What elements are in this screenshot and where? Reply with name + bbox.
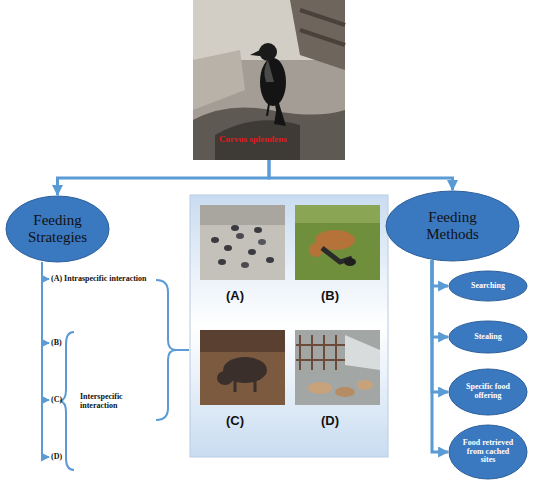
annotation-label: (D) [51, 452, 62, 461]
annotation-label: (B) [51, 338, 62, 347]
connector-arrow [432, 260, 448, 392]
ellipse-shape [449, 425, 527, 479]
node-text: Specific food offering [458, 383, 518, 401]
photo-panel: (A) (B) (C) (D) [190, 195, 388, 457]
node-text: (B) [321, 288, 339, 303]
annotation-label: (C) [51, 395, 62, 404]
node-text: Feeding Strategies [18, 212, 98, 247]
pigeon-flock-photo [200, 205, 285, 280]
dog-photo [295, 205, 380, 280]
connector-arrow [432, 260, 448, 337]
strategy-list-lines [42, 262, 49, 458]
ellipse-shape [6, 196, 109, 262]
fence-scene-photo [295, 330, 380, 405]
connector-arrow [432, 260, 448, 452]
ellipse-shape [449, 271, 527, 301]
node-text: Feeding Methods [408, 209, 498, 244]
ellipse-shape [449, 369, 527, 415]
annotation-label: Interspecific interaction [80, 392, 146, 410]
pig-photo [200, 330, 285, 405]
category-ellipse: Feeding Methods [385, 190, 520, 262]
connector-arrow [432, 260, 448, 286]
brace-pointer [176, 349, 189, 351]
ellipse-shape [386, 191, 519, 261]
connector-arrow [58, 160, 270, 195]
annotation-label: (A) Intraspecific interaction [51, 274, 147, 283]
node-text: Food retrieved from cached sites [461, 439, 515, 466]
node-text: Searching [471, 282, 505, 291]
method-ellipse: Searching [448, 270, 528, 302]
group-brace [156, 280, 176, 420]
connector-arrow [269, 160, 453, 190]
method-ellipse: Stealing [448, 320, 528, 354]
node-text: (D) [321, 413, 339, 428]
panel-background [190, 195, 388, 457]
node-text: Corvus splendens [219, 134, 287, 144]
node-text: (C) [226, 413, 244, 428]
species-photo: Corvus splendens [193, 0, 345, 160]
node-text: (A) [226, 288, 244, 303]
category-ellipse: Feeding Strategies [5, 195, 110, 263]
crow-photo [193, 0, 345, 160]
method-ellipse: Food retrieved from cached sites [448, 424, 528, 480]
node-text: Stealing [474, 333, 502, 342]
ellipse-shape [449, 321, 527, 353]
method-ellipse: Specific food offering [448, 368, 528, 416]
